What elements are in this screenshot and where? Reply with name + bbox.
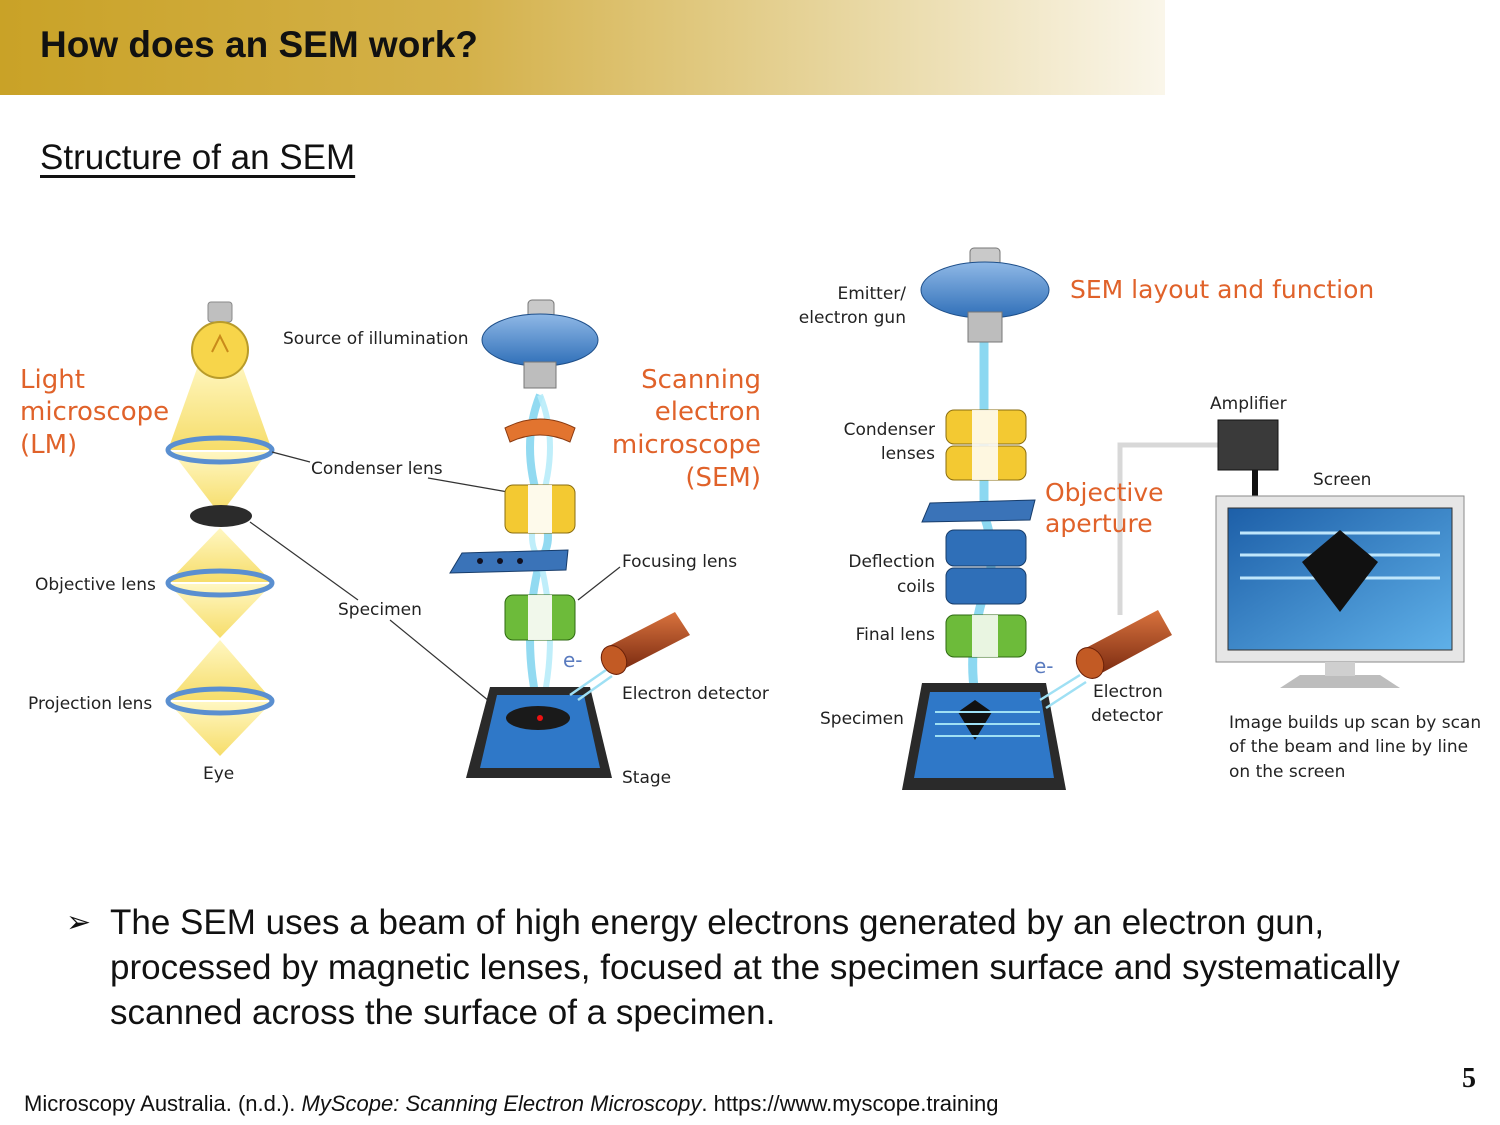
section-subtitle: Structure of an SEM: [40, 138, 356, 177]
label-projection-lens: Projection lens: [28, 694, 152, 714]
label-screen: Screen: [1313, 470, 1371, 490]
label-eye: Eye: [203, 764, 234, 784]
page-number: 5: [1462, 1063, 1476, 1094]
layout-signal-arrow: [1039, 673, 1081, 702]
label-condenser-lenses-line-2: lenses: [881, 444, 935, 464]
layout-objective-aperture: [921, 499, 1036, 523]
sem-electron-beam: [529, 393, 553, 716]
label-deflection-coils-line-1: Deflection: [848, 552, 935, 572]
label-electron-detector-line-1: Electron: [1093, 682, 1163, 702]
lm-heading-line-3: (LM): [20, 430, 77, 460]
lm-objective-lens: [165, 568, 275, 598]
sem-condenser-lens: [504, 418, 576, 443]
layout-deflection-coils: [945, 529, 1027, 605]
lm-light-beam-4: [168, 584, 272, 638]
sem-aperture-plate: [449, 549, 569, 574]
label-objective-aperture-line-1: Objective: [1045, 478, 1164, 507]
label-electron-detector-line-2: detector: [1091, 706, 1163, 726]
lm-light-beam-5: [168, 640, 272, 700]
lm-light-beam-6: [168, 702, 272, 756]
bullet-arrow-icon: ➢: [66, 906, 92, 939]
sem-layout-diagram: SEM layout and function Emitter/ electro…: [799, 247, 1481, 790]
citation-title: MyScope: Scanning Electron Microscopy: [301, 1091, 702, 1116]
sem-signal-arrow: [569, 668, 607, 697]
layout-final-lens: [945, 614, 1027, 658]
label-objective-lens: Objective lens: [35, 575, 156, 595]
sem-heading-line-3: microscope: [612, 430, 761, 460]
label-condenser-lenses-line-1: Condenser: [844, 420, 935, 440]
sem-focusing-lens: [504, 594, 576, 641]
sem-electron-beam: [526, 393, 552, 717]
title-bar: How does an SEM work?: [0, 0, 1165, 95]
label-emitter-line-1: Emitter/: [837, 284, 906, 304]
lm-specimen-disc: [190, 505, 252, 527]
label-stage: Stage: [622, 768, 671, 788]
monitor-screen-icon: [1215, 495, 1465, 688]
lm-light-beam-2: [172, 452, 268, 512]
leader-line: [577, 566, 621, 601]
layout-electron-gun-icon: [920, 247, 1050, 343]
bullet-point: ➢ The SEM uses a beam of high energy ele…: [66, 900, 1446, 1035]
label-objective-aperture-line-2: aperture: [1045, 509, 1153, 538]
label-final-lens: Final lens: [856, 625, 936, 645]
label-condenser-lens: Condenser lens: [311, 459, 443, 479]
sem-electron-symbol: e-: [563, 648, 583, 672]
leader-line: [427, 477, 509, 493]
layout-specimen-stage: [902, 683, 1066, 790]
leader-line: [271, 451, 311, 463]
lm-heading-line-1: Light: [20, 365, 85, 395]
bullet-text: The SEM uses a beam of high energy elect…: [110, 903, 1400, 1032]
sem-electron-gun-icon: [481, 299, 599, 389]
sem-column-diagram: Scanning electron microscope (SEM) Focus…: [449, 299, 769, 788]
caption-line-1: Image builds up scan by scan: [1229, 713, 1481, 733]
caption-line-3: on the screen: [1229, 762, 1345, 782]
caption-line-2: of the beam and line by line: [1229, 737, 1468, 757]
citation-suffix: . https://www.myscope.training: [701, 1091, 999, 1116]
leader-line: [249, 521, 359, 601]
lm-heading-line-2: microscope: [20, 397, 169, 427]
layout-heading: SEM layout and function: [1070, 275, 1374, 304]
sem-signal-arrow: [577, 674, 613, 702]
light-bulb-icon: [191, 301, 249, 379]
label-emitter-line-2: electron gun: [799, 308, 906, 328]
layout-electron-detector-icon: [1075, 610, 1172, 679]
leader-line: [389, 619, 501, 711]
layout-signal-arrow: [1045, 680, 1087, 710]
page-title: How does an SEM work?: [40, 24, 478, 65]
label-focusing-lens: Focusing lens: [622, 552, 737, 572]
label-source-of-illumination: Source of illumination: [283, 329, 469, 349]
sem-yellow-lens: [504, 484, 576, 534]
label-specimen: Specimen: [338, 600, 422, 620]
sem-heading-line-4: (SEM): [685, 463, 761, 493]
lm-light-beam-3: [168, 528, 272, 582]
label-deflection-coils-line-2: coils: [897, 577, 935, 597]
citation-prefix: Microscopy Australia. (n.d.).: [24, 1091, 302, 1116]
amplifier-icon: [1217, 419, 1279, 498]
layout-electron-symbol: e-: [1034, 654, 1054, 678]
label-amplifier: Amplifier: [1210, 394, 1287, 414]
label-layout-specimen: Specimen: [820, 709, 904, 729]
sem-electron-detector-icon: [600, 612, 690, 675]
layout-signal-cable: [1117, 442, 1218, 615]
label-electron-detector: Electron detector: [622, 684, 769, 704]
lm-light-beam-1: [168, 360, 272, 450]
citation: Microscopy Australia. (n.d.). MyScope: S…: [24, 1091, 999, 1117]
lm-condenser-lens: [165, 435, 275, 465]
light-microscope-diagram: Light microscope (LM) Source of illumina…: [20, 301, 509, 784]
sem-heading-line-2: electron: [655, 397, 761, 427]
sem-stage: [466, 687, 612, 778]
sem-heading-line-1: Scanning: [641, 365, 761, 395]
layout-condenser-lenses: [945, 409, 1027, 481]
lm-projection-lens: [165, 686, 275, 716]
